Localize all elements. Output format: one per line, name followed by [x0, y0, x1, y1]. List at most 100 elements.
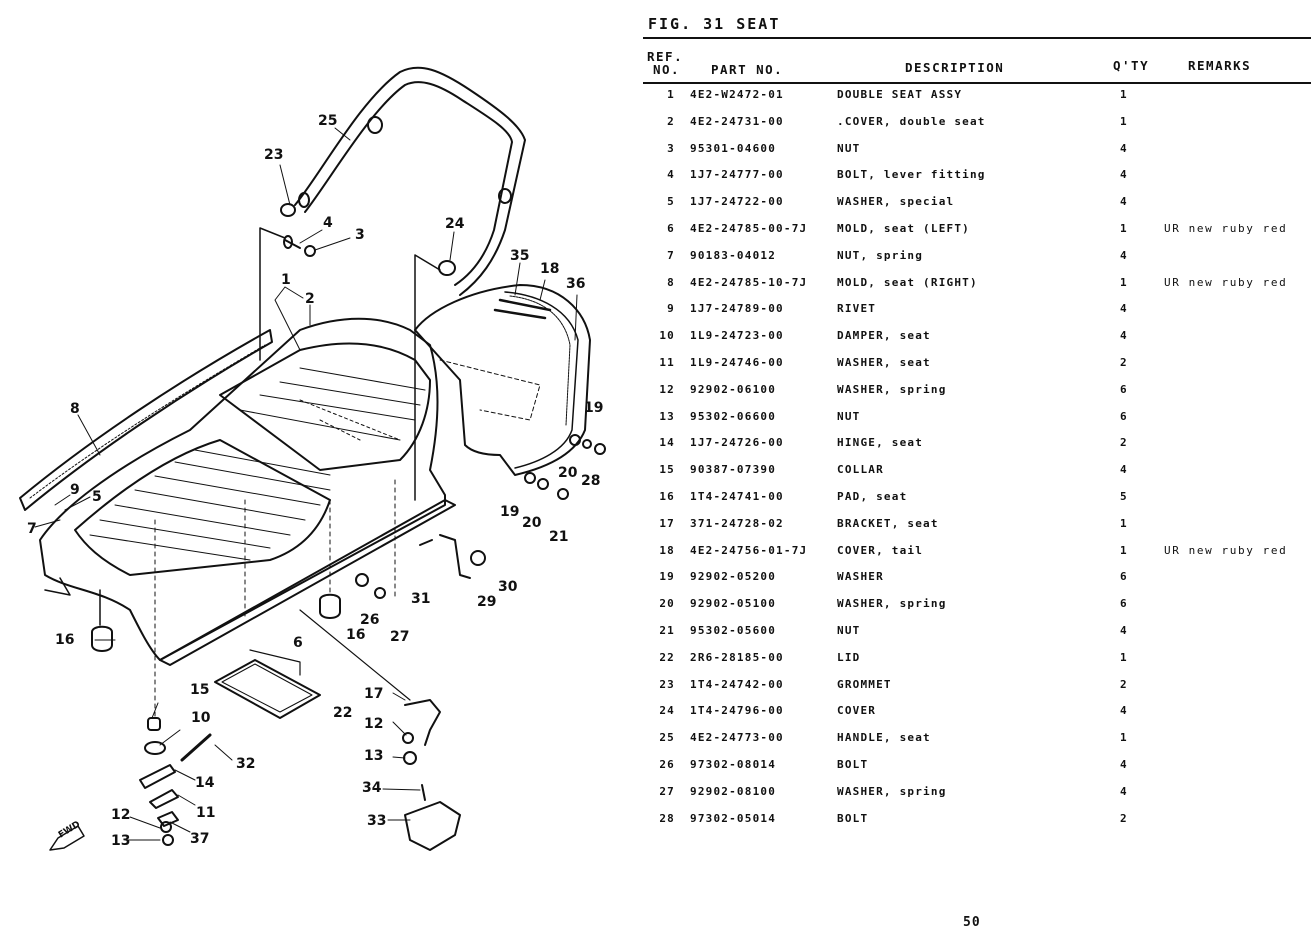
cell-description: DOUBLE SEAT ASSY [837, 88, 963, 101]
callout-31: 31 [411, 591, 431, 607]
cell-description: WASHER, spring [837, 597, 947, 611]
cell-quantity: 4 [1120, 302, 1128, 316]
mold-strip-drawing [19, 329, 273, 511]
cell-description: PAD, seat [837, 489, 908, 503]
cell-description: NUT [837, 409, 861, 423]
cell-quantity: 6 [1120, 597, 1128, 611]
callout-20b: 20 [522, 515, 542, 531]
cell-description: COLLAR [837, 463, 884, 477]
callout-23: 23 [264, 147, 284, 163]
cell-quantity: 5 [1120, 489, 1128, 503]
cell-part-no: 4E2-W2472-01 [690, 88, 784, 101]
cell-ref-no: 23 [659, 677, 675, 691]
seat-handle-drawing [294, 66, 526, 296]
cell-ref-no: 10 [659, 329, 675, 343]
cell-description: COVER, tail [837, 543, 924, 557]
callout-29: 29 [477, 594, 497, 610]
callout-30: 30 [498, 579, 518, 595]
cell-part-no: 97302-05014 [690, 811, 777, 825]
cell-description: MOLD, seat (LEFT) [837, 221, 970, 235]
cell-ref-no: 8 [667, 275, 675, 289]
lid-drawing [214, 659, 321, 719]
cell-part-no: 92902-05100 [690, 597, 777, 611]
cell-part-no: 92902-06100 [690, 382, 777, 396]
cell-description: GROMMET [837, 677, 892, 691]
cell-part-no: 4E2-24731-00 [690, 114, 784, 128]
cell-ref-no: 17 [659, 516, 675, 530]
cell-quantity: 1 [1120, 88, 1128, 101]
cell-ref-no: 2 [667, 114, 675, 128]
cell-description: WASHER, seat [837, 355, 931, 369]
cell-part-no: 4E2-24756-01-7J [690, 543, 808, 557]
cell-ref-no: 3 [667, 141, 675, 155]
cell-description: HINGE, seat [837, 436, 924, 450]
callout-17: 17 [364, 686, 384, 702]
cell-quantity: 1 [1120, 650, 1128, 664]
callout-22: 22 [333, 705, 353, 721]
cell-description: COVER [837, 704, 877, 718]
cell-description: DAMPER, seat [837, 329, 931, 343]
cell-description: NUT [837, 141, 861, 155]
callout-33: 33 [367, 813, 387, 829]
cell-quantity: 4 [1120, 757, 1128, 771]
header-rule [643, 82, 1311, 84]
cell-quantity: 4 [1120, 463, 1128, 477]
cell-ref-no: 4 [667, 168, 675, 182]
cell-quantity: 2 [1120, 436, 1128, 450]
figure-title: FIG. 31 SEAT [648, 15, 781, 33]
cell-quantity: 4 [1120, 141, 1128, 155]
cell-ref-no: 13 [659, 409, 675, 423]
callout-6: 6 [293, 635, 303, 651]
header-qty: Q'TY [1113, 58, 1150, 73]
callout-26: 26 [360, 612, 380, 628]
fwd-arrow-shape [49, 825, 85, 851]
cell-quantity: 1 [1120, 516, 1128, 530]
cell-ref-no: 1 [667, 88, 675, 101]
cell-part-no: 92902-08100 [690, 784, 777, 798]
cell-ref-no: 26 [659, 757, 675, 771]
cell-description: WASHER, special [837, 195, 955, 209]
cell-description: WASHER, spring [837, 784, 947, 798]
cell-part-no: 1J7-24789-00 [690, 302, 784, 316]
cell-ref-no: 28 [659, 811, 675, 825]
cell-quantity: 1 [1120, 275, 1128, 289]
cell-quantity: 4 [1120, 195, 1128, 209]
cell-ref-no: 19 [659, 570, 675, 584]
cell-quantity: 1 [1120, 731, 1128, 745]
callout-1: 1 [281, 272, 291, 288]
cell-part-no: 4E2-24773-00 [690, 731, 784, 745]
cell-quantity: 2 [1120, 677, 1128, 691]
cell-description: BOLT [837, 811, 869, 825]
callout-12b: 12 [111, 807, 131, 823]
callout-11: 11 [196, 805, 216, 821]
cell-quantity: 1 [1120, 114, 1128, 128]
callout-24: 24 [445, 216, 465, 232]
cell-ref-no: 20 [659, 597, 675, 611]
grommet-drawing [280, 203, 296, 217]
cell-ref-no: 27 [659, 784, 675, 798]
cell-ref-no: 7 [667, 248, 675, 262]
cell-description: BOLT [837, 757, 869, 771]
callout-35: 35 [510, 248, 530, 264]
callout-4: 4 [323, 215, 333, 231]
cell-description: .COVER, double seat [837, 114, 986, 128]
cell-part-no: 2R6-28185-00 [690, 650, 784, 664]
cell-part-no: 1J7-24722-00 [690, 195, 784, 209]
callout-34: 34 [362, 780, 382, 796]
cell-ref-no: 6 [667, 221, 675, 235]
callout-19b: 19 [500, 504, 520, 520]
